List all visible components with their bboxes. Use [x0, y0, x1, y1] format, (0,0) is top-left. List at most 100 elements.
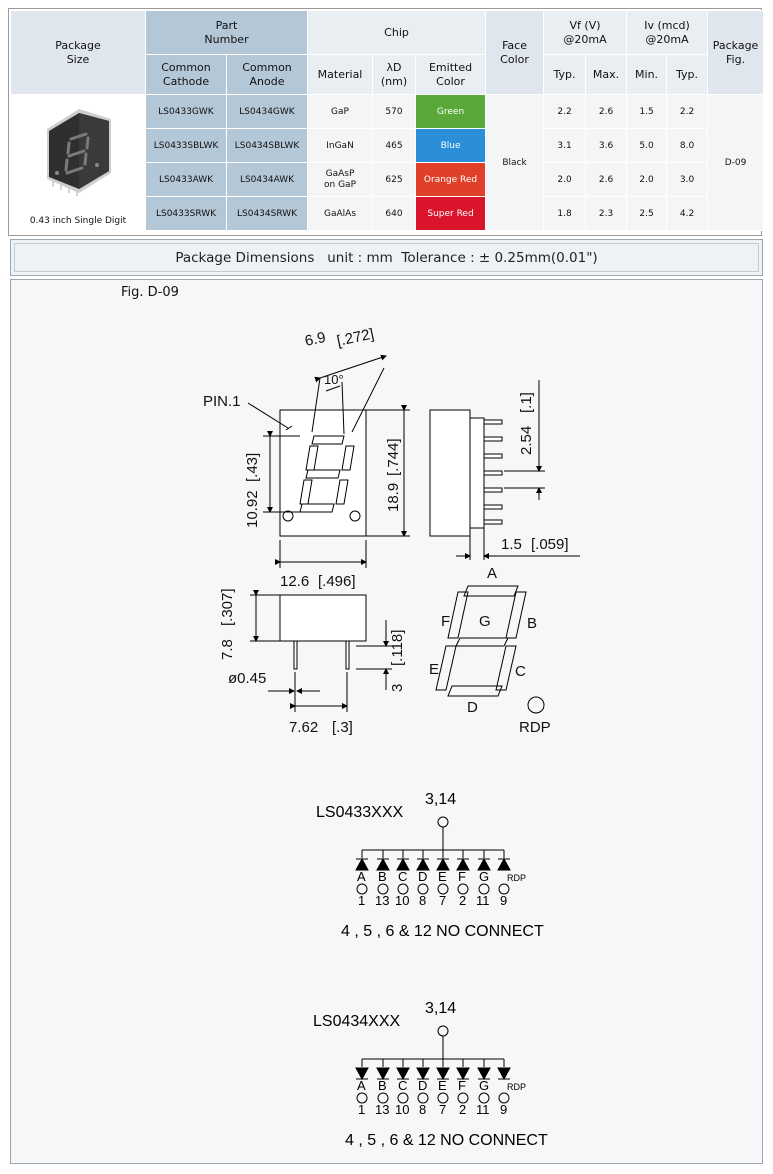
schematic-part-label: LS0434XXX: [313, 1013, 401, 1030]
led-display-image: [47, 109, 111, 196]
wavelength-0: 570: [372, 94, 417, 129]
led-diode-symbol: [436, 857, 450, 871]
package-fig-cell: D-09: [707, 94, 765, 231]
schematic-pin-label: B: [378, 869, 387, 884]
segment-a-label: A: [487, 565, 497, 582]
pin-circle: [478, 1092, 490, 1104]
front-view-hole-left: [282, 510, 294, 522]
led-diode-symbol: [355, 1067, 369, 1081]
header-vf: Vf (V) @20mA: [543, 10, 628, 55]
vf-max-3: 2.3: [585, 196, 628, 231]
pin-circle: [437, 1092, 449, 1104]
led-diode-symbol: [477, 857, 491, 871]
dim-pitch: 2.54: [518, 426, 535, 455]
wavelength-1: 465: [372, 128, 417, 163]
dim-height-seg: 10.92: [244, 490, 261, 528]
material-2: GaAsP on GaP: [307, 162, 374, 197]
dim-width: 12.6: [280, 573, 309, 590]
common-pin-circle: [437, 816, 449, 828]
schematic-pin-number: 11: [476, 893, 490, 908]
segment-b-label: B: [527, 615, 537, 632]
pin-circle: [457, 1092, 469, 1104]
schematic-pin-label: D: [418, 1078, 427, 1093]
schematic-pin-number: 10: [395, 1102, 409, 1117]
vf-typ-3: 1.8: [543, 196, 587, 231]
led-diode-symbol: [376, 1067, 390, 1081]
schematic-pin-number: 11: [476, 1102, 490, 1117]
dim-pin-length-in: [.118]: [389, 630, 406, 666]
dim-depth-in: [.307]: [219, 588, 236, 626]
schematic-pin-number: 1: [358, 1102, 365, 1117]
schematic-pin-number: 13: [375, 893, 389, 908]
pin-circle: [397, 883, 409, 895]
iv-typ-3: 4.2: [666, 196, 709, 231]
vf-typ-1: 3.1: [543, 128, 587, 163]
iv-min-0: 1.5: [626, 94, 668, 129]
iv-min-2: 2.0: [626, 162, 668, 197]
schematic-pin-label: RDP: [507, 1082, 526, 1092]
schematic-pin-number: 2: [459, 1102, 466, 1117]
led-diode-symbol: [456, 1067, 470, 1081]
emitted-color-1: Blue: [415, 128, 487, 163]
package-dimensions-text: Package Dimensions unit : mm Tolerance :…: [175, 249, 598, 266]
vf-typ-0: 2.2: [543, 94, 587, 129]
emitted-color-3: Super Red: [415, 196, 487, 231]
schematic-pin-label: E: [438, 1078, 447, 1093]
schematic-no-connect-note: 4 , 5 , 6 & 12 NO CONNECT: [345, 1132, 548, 1149]
dim-height-in: [.744]: [385, 438, 402, 476]
dim-pin-diameter: ø0.45: [228, 670, 266, 687]
dim-lead: 1.5: [501, 536, 522, 553]
schematic-pin-number: 8: [419, 893, 426, 908]
material-0: GaP: [307, 94, 374, 129]
cathode-part-0: LS0433GWK: [145, 94, 227, 129]
front-view-body: [279, 409, 367, 537]
header-vf-typ: Typ.: [543, 54, 587, 95]
dim-height: 18.9: [385, 483, 402, 512]
schematic-pin-label: E: [438, 869, 447, 884]
dim-width-in: [.496]: [318, 573, 356, 590]
figure-label: Fig. D-09: [121, 285, 179, 300]
schematic-pin-label: F: [458, 869, 466, 884]
led-diode-symbol: [355, 857, 369, 871]
pin-circle: [417, 883, 429, 895]
pin-circle: [498, 883, 510, 895]
package-dimensions-bar: Package Dimensions unit : mm Tolerance :…: [10, 239, 763, 276]
rdp-label: RDP: [519, 719, 551, 736]
dim-angle: 10°: [324, 372, 344, 387]
anode-part-1: LS0434SBLWK: [225, 128, 309, 163]
pin-circle: [377, 883, 389, 895]
dim-top-width: 6.9: [303, 329, 327, 350]
led-diode-symbol: [436, 1067, 450, 1081]
dim-height-seg-in: [.43]: [244, 453, 261, 482]
schematic-pin-label: F: [458, 1078, 466, 1093]
schematic-pin-label: A: [357, 869, 366, 884]
vf-typ-2: 2.0: [543, 162, 587, 197]
anode-part-2: LS0434AWK: [225, 162, 309, 197]
schematic-pin-number: 13: [375, 1102, 389, 1117]
iv-min-3: 2.5: [626, 196, 668, 231]
dimensions-bar-inner-border: [14, 243, 759, 272]
pin-circle: [397, 1092, 409, 1104]
led-diode-symbol: [416, 857, 430, 871]
segment-f-label: F: [441, 613, 450, 630]
pin-circle: [356, 1092, 368, 1104]
spec-table: Package Size Part Number Chip Face Color…: [10, 10, 765, 231]
pin-circle: [498, 1092, 510, 1104]
material-1: InGaN: [307, 128, 374, 163]
wavelength-2: 625: [372, 162, 417, 197]
common-pin-circle: [437, 1025, 449, 1037]
front-view-segments: [299, 435, 355, 513]
schematic-common-pins: 3,14: [425, 1000, 456, 1017]
led-diode-symbol: [497, 1067, 511, 1081]
header-package-fig: Package Fig.: [707, 10, 765, 95]
schematic-pin-label: D: [418, 869, 427, 884]
iv-typ-0: 2.2: [666, 94, 709, 129]
schematic-pin-number: 9: [500, 893, 507, 908]
cathode-part-3: LS0433SRWK: [145, 196, 227, 231]
led-diode-symbol: [376, 857, 390, 871]
header-face-color: Face Color: [485, 10, 545, 95]
schematic-pin-label: C: [398, 869, 407, 884]
pin-circle: [377, 1092, 389, 1104]
